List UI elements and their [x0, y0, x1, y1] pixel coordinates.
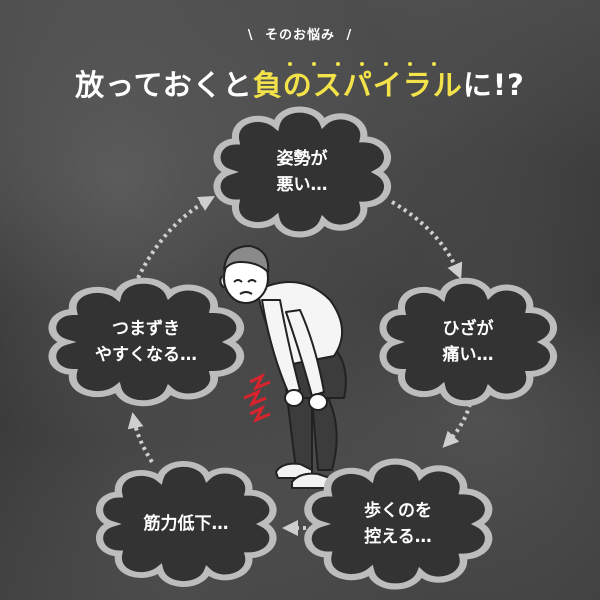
- cycle-node-line: やすくなる…: [95, 345, 197, 365]
- subtitle-prefix: \: [247, 28, 254, 43]
- cycle-node-line: ひざが: [442, 319, 494, 339]
- cycle-node-line: 歩くのを: [364, 501, 432, 521]
- cycle-node-line: 姿勢が: [276, 149, 328, 169]
- cycle-node-walk: 歩くのを 控える…: [318, 498, 478, 550]
- headline-part-2: に!?: [462, 68, 525, 102]
- cycle-node-line: 筋力低下…: [143, 514, 229, 534]
- cycle-node-posture: 姿勢が 悪い…: [232, 146, 372, 198]
- headline-part-1: 放っておくと: [75, 68, 253, 102]
- cycle-node-knee: ひざが 痛い…: [398, 316, 538, 368]
- arrow-posture-to-knee: [390, 200, 463, 280]
- cycle-arrows: [127, 196, 472, 536]
- cycle-node-line: 控える…: [364, 527, 432, 547]
- cycle-node-trip: つまずき やすくなる…: [66, 316, 226, 368]
- headline-highlight: 負のスパイラル: [252, 68, 463, 102]
- headline: 放っておくと負のスパイラルに!?: [0, 62, 600, 104]
- cycle-node-muscle: 筋力低下…: [106, 511, 266, 537]
- subtitle-text: そのお悩み: [264, 28, 335, 43]
- subtitle-suffix: /: [346, 28, 353, 43]
- elderly-man-illustration: [219, 245, 347, 489]
- arrow-knee-to-walk: [442, 403, 472, 448]
- cycle-node-line: 痛い…: [442, 345, 494, 365]
- subtitle: \ そのお悩み /: [0, 24, 600, 43]
- arrow-trip-to-posture: [136, 196, 215, 279]
- emphasis-dots: [288, 51, 456, 70]
- pain-mark-icon: [243, 372, 271, 423]
- arrow-muscle-to-trip: [127, 412, 154, 464]
- cycle-node-line: 悪い…: [276, 175, 328, 195]
- cycle-node-line: つまずき: [112, 319, 180, 339]
